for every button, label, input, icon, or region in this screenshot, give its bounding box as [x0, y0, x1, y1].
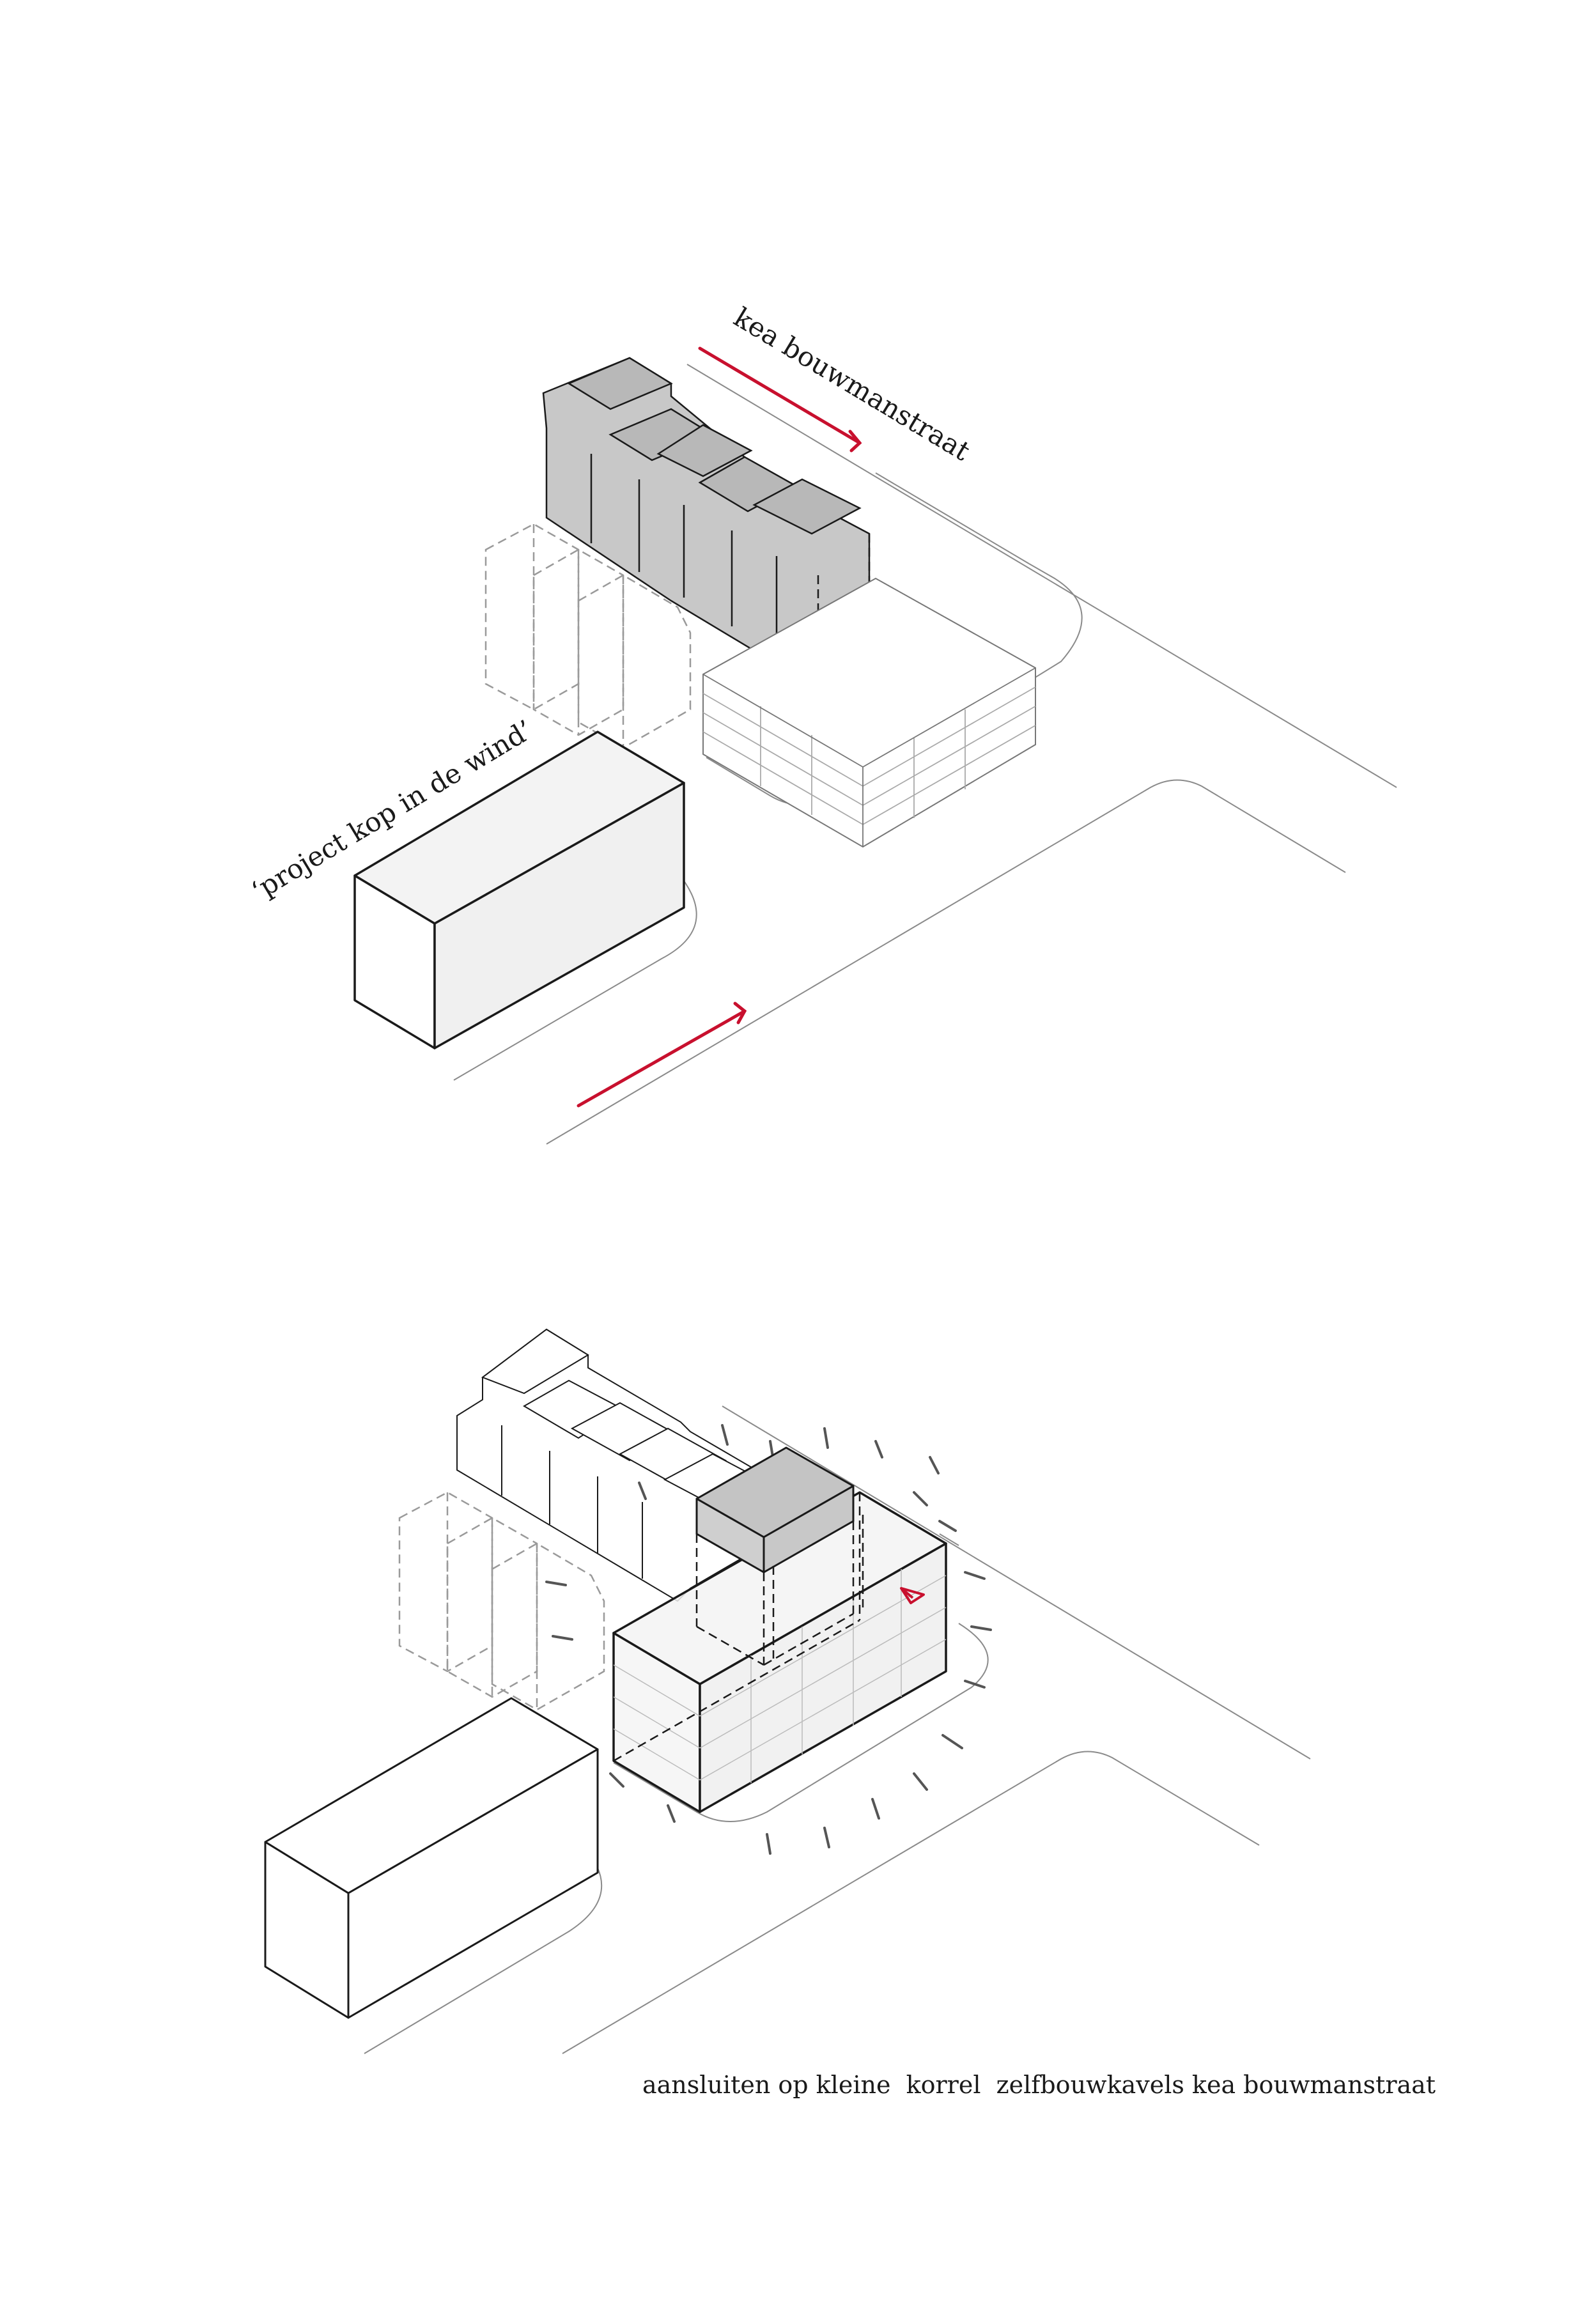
bottom-diagram: [264, 1328, 1311, 2054]
eye-marker-icon: [900, 1587, 925, 1604]
bottom-dark-tower: [695, 1446, 864, 1666]
bottom-white-volumes: [456, 1328, 769, 1602]
top-project-block: [353, 731, 685, 1049]
top-street-lines: [453, 364, 1397, 1145]
top-red-arrows: [577, 346, 862, 1108]
bottom-project-block: [264, 1697, 599, 2019]
top-ghost-blocks: [484, 523, 692, 749]
bottom-ghost-blocks: [398, 1491, 605, 1711]
top-dark-volumes: [542, 357, 871, 660]
caption: aansluiten op kleine korrel zelfbouwkave…: [642, 2071, 1436, 2099]
top-diagram: kea bouwmanstraat ‘project kop in de win…: [246, 302, 1397, 1145]
sun-rays: [545, 1424, 992, 1855]
bottom-main-block: [612, 1491, 947, 1813]
top-grid-block: [702, 577, 1036, 848]
street-name-label: kea bouwmanstraat: [729, 302, 975, 467]
